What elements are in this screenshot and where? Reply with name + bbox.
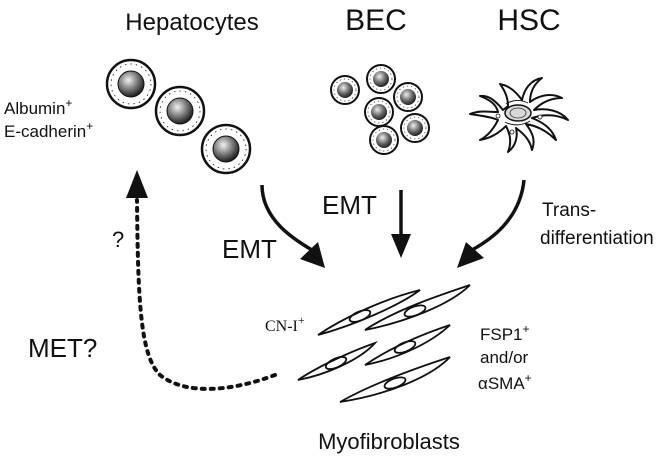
hsc-title: HSC: [497, 4, 560, 37]
emt-label-hepatocytes: EMT: [222, 234, 277, 264]
met-arrowhead: [126, 170, 148, 198]
asma-marker: αSMA+: [478, 371, 532, 393]
myofibroblasts-title: Myofibroblasts: [318, 429, 460, 454]
myofibroblast-cells: [297, 284, 471, 403]
myofibroblast-cell: [339, 356, 451, 403]
hepatocyte-cell: [154, 85, 206, 137]
transdiff-arrowhead: [457, 242, 484, 268]
met-question-label: ?: [112, 227, 124, 252]
and-or-text: and/or: [480, 348, 529, 367]
met-dotted-arrow: [135, 198, 277, 391]
myofibroblast-cell: [364, 284, 471, 331]
transdiff-label-line1: Trans-: [542, 200, 596, 221]
hepatocytes-title: Hepatocytes: [125, 9, 258, 36]
bec-title: BEC: [345, 4, 407, 37]
fsp1-marker: FSP1+: [480, 322, 530, 344]
hepatocyte-cell: [105, 58, 157, 110]
hepatocyte-cell: [200, 123, 252, 175]
bec-cell: [369, 125, 399, 155]
myofibroblast-cell: [364, 324, 451, 366]
bec-cell: [393, 82, 423, 112]
hepatocyte-cells: [105, 58, 252, 175]
bec-cell: [364, 97, 394, 127]
hsc-cell: [469, 77, 569, 153]
bec-cell: [330, 75, 360, 105]
e-cadherin-marker: E-cadherin+: [4, 119, 93, 141]
bec-cells: [330, 64, 430, 155]
myofibroblast-cell: [297, 341, 378, 381]
transdiff-label-line2: differentiation: [540, 228, 654, 249]
albumin-marker: Albumin+: [4, 96, 72, 118]
met-label: MET?: [28, 333, 97, 363]
emt-arrow-hepatocytes: [260, 184, 313, 252]
emt-arrowhead-hepatocytes: [300, 242, 325, 268]
bec-cell: [400, 113, 430, 143]
emt-label-bec: EMT: [322, 190, 377, 220]
cn-i-marker: CN-I+: [265, 313, 305, 335]
emt-arrowhead-bec: [391, 234, 411, 258]
myofibroblast-cell: [317, 289, 421, 336]
bec-cell: [366, 64, 396, 94]
transdiff-arrow: [471, 179, 526, 252]
